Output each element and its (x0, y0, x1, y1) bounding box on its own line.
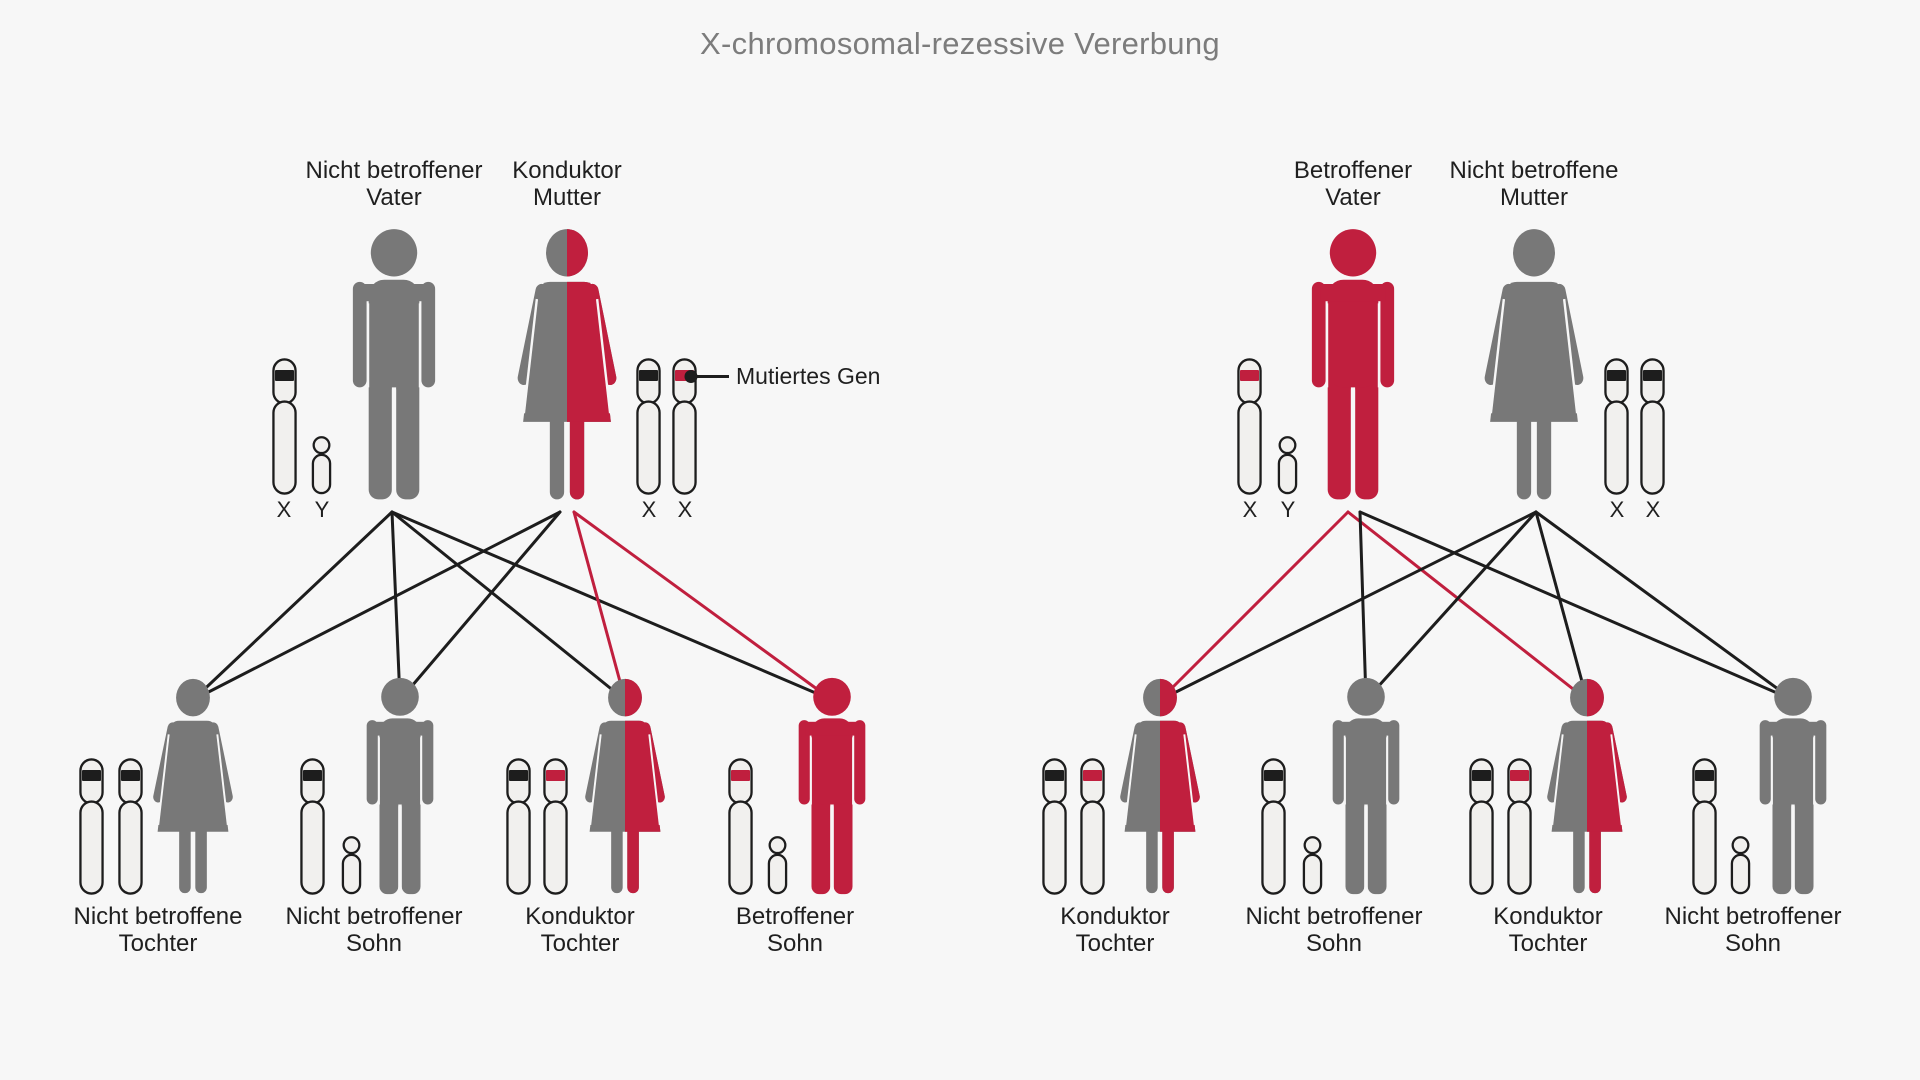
y-chromosome (341, 835, 362, 895)
figure-son-affected (785, 677, 879, 901)
x-chromosome-mutated (1080, 758, 1105, 895)
x-chromosome-normal (79, 758, 104, 895)
chromosome-letter-y: Y (314, 497, 330, 522)
label-right-mother: Nicht betroffene Mutter (1449, 157, 1619, 211)
x-chromosome-mutated (728, 758, 753, 895)
label-child: Konduktor Tochter (1060, 903, 1170, 957)
label-child: Nicht betroffene Tochter (73, 903, 243, 957)
figure-daughter-carrier (575, 678, 675, 900)
chromosome-letter-x: X (641, 497, 657, 522)
label-child: Betroffener Sohn (735, 903, 855, 957)
chromosome-letter-x: X (1242, 497, 1258, 522)
y-chromosome (1277, 435, 1298, 495)
label-child: Konduktor Tochter (525, 903, 635, 957)
x-chromosome-normal (506, 758, 531, 895)
mutated-gene-label: Mutiertes Gen (736, 363, 881, 389)
label-right-father: Betroffener Vater (1293, 157, 1413, 211)
x-chromosome-mutated (543, 758, 568, 895)
x-chromosome-normal (636, 358, 661, 495)
x-chromosome-normal (1692, 758, 1717, 895)
x-chromosome-normal (1640, 358, 1665, 495)
label-child: Nicht betroffener Sohn (1664, 903, 1842, 957)
x-chromosome-normal (1261, 758, 1286, 895)
x-chromosome-mutated (1507, 758, 1532, 895)
figure-daughter-carrier (1537, 678, 1637, 900)
label-child: Konduktor Tochter (1493, 903, 1603, 957)
label-child: Nicht betroffener Sohn (1245, 903, 1423, 957)
figure-left-mother-carrier (505, 228, 629, 508)
diagram-title: X-chromosomal-rezessive Vererbung (700, 26, 1220, 61)
y-chromosome (1302, 835, 1323, 895)
chromosome-letter-y: Y (1280, 497, 1296, 522)
y-chromosome (1730, 835, 1751, 895)
y-chromosome (311, 435, 332, 495)
label-left-mother: Konduktor Mutter (512, 157, 622, 211)
figure-right-father-affected (1295, 228, 1411, 508)
figure-son-unaffected (353, 677, 447, 901)
y-chromosome (767, 835, 788, 895)
x-chromosome-normal (118, 758, 143, 895)
chromosome-letter-x: X (677, 497, 693, 522)
x-chromosome-normal (1604, 358, 1629, 495)
figure-son-unaffected (1319, 677, 1413, 901)
figure-left-father-unaffected (336, 228, 452, 508)
chromosome-letter-x: X (1645, 497, 1661, 522)
figure-daughter-carrier (1110, 678, 1210, 900)
x-chromosome-normal (272, 358, 297, 495)
x-chromosome-mutated (1237, 358, 1262, 495)
label-child: Nicht betroffener Sohn (285, 903, 463, 957)
label-left-father: Nicht betroffener Vater (305, 157, 483, 211)
x-chromosome-normal (1042, 758, 1067, 895)
x-chromosome-mutated (672, 358, 697, 495)
mutated-gene-pointer (684, 370, 729, 383)
x-chromosome-normal (1469, 758, 1494, 895)
figure-son-unaffected (1746, 677, 1840, 901)
figure-daughter-unaffected (143, 678, 243, 900)
chromosome-letter-x: X (276, 497, 292, 522)
x-chromosome-normal (300, 758, 325, 895)
figure-right-mother-unaffected (1472, 228, 1596, 508)
chromosome-letter-x: X (1609, 497, 1625, 522)
